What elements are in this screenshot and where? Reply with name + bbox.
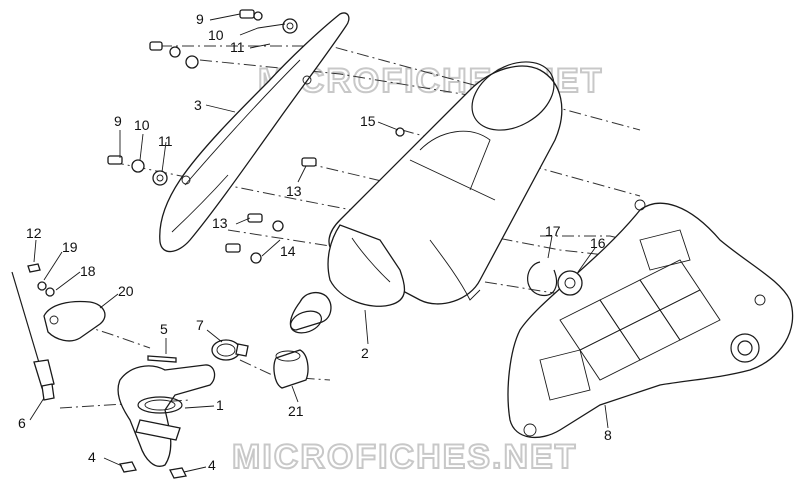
callout-labels: 9 10 11 3 9 10 11 15 13 13 14 12 19 18 2… <box>18 11 612 473</box>
callout-21: 21 <box>288 403 304 419</box>
leader-lines <box>29 13 609 473</box>
callout-4-left: 4 <box>88 449 96 465</box>
middle-fasteners <box>107 155 168 186</box>
callout-13-lower: 13 <box>212 215 228 231</box>
callout-2: 2 <box>361 345 369 361</box>
callout-16: 16 <box>590 235 606 251</box>
callout-20: 20 <box>118 283 134 299</box>
callout-18: 18 <box>80 263 96 279</box>
callout-3: 3 <box>194 97 202 113</box>
callout-17: 17 <box>545 223 561 239</box>
sleeve-21 <box>273 349 309 389</box>
exhaust-manifold <box>117 364 216 467</box>
muffler-body <box>289 61 563 334</box>
callout-4-right: 4 <box>208 457 216 473</box>
screw-12 <box>27 263 41 273</box>
callout-19: 19 <box>62 239 78 255</box>
bolts-13-14 <box>225 127 405 264</box>
callout-10-mid: 10 <box>134 117 150 133</box>
bracket-20 <box>43 300 106 342</box>
callout-6: 6 <box>18 415 26 431</box>
callout-9-mid: 9 <box>114 113 122 129</box>
nuts-4 <box>119 461 187 479</box>
clamp-7 <box>211 339 249 361</box>
callout-11-mid: 11 <box>158 133 173 149</box>
callout-13-upper: 13 <box>286 183 302 199</box>
upper-fasteners <box>149 9 298 69</box>
callout-10-top: 10 <box>208 27 224 43</box>
callout-9-top: 9 <box>196 11 204 27</box>
watermark-bottom: MICROFICHES.NET <box>232 438 577 476</box>
circlip-17 <box>527 261 558 297</box>
oxygen-sensor <box>11 271 55 401</box>
washers-18-19 <box>37 281 55 297</box>
callout-1: 1 <box>216 397 224 413</box>
callout-5: 5 <box>160 321 168 337</box>
callout-15: 15 <box>360 113 376 129</box>
callout-8: 8 <box>604 427 612 443</box>
washer-16 <box>557 270 583 296</box>
callout-14: 14 <box>280 243 296 259</box>
swingarm-bracket <box>507 199 794 439</box>
callout-7: 7 <box>196 317 204 333</box>
callout-12: 12 <box>26 225 42 241</box>
gasket-5 <box>147 355 177 363</box>
callout-11-top: 11 <box>230 39 245 55</box>
heat-shield <box>159 12 350 253</box>
